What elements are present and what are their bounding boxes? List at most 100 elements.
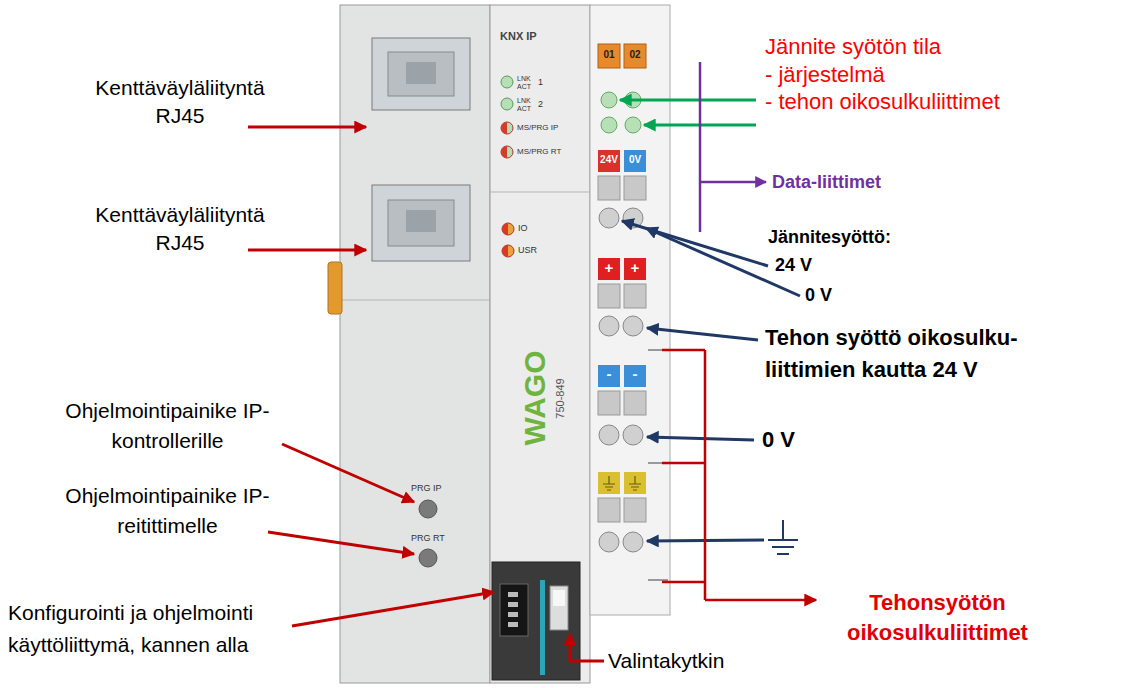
clamp-lever xyxy=(624,391,646,415)
bracket-line xyxy=(662,350,705,600)
supply-label: Tehon syöttö oikosulku- liittimien kautt… xyxy=(765,322,1050,386)
service-connector xyxy=(500,584,528,636)
cover-stripe xyxy=(540,580,545,675)
status-led xyxy=(501,146,513,158)
wire-entry xyxy=(599,316,619,336)
voltage-label: 0 V xyxy=(762,427,795,453)
button-label: PRG RT xyxy=(411,533,445,544)
ground-mark xyxy=(629,476,641,490)
clamp-lever xyxy=(598,176,620,200)
leader-arrow xyxy=(248,126,366,129)
status-led xyxy=(501,98,513,110)
callout-label: Valintakytkin xyxy=(608,648,724,673)
rj45-latch xyxy=(406,210,436,232)
contact-number: 02 xyxy=(624,49,646,61)
terminal-marker xyxy=(598,150,620,172)
group-label: Data-liittimet xyxy=(772,171,881,193)
status-item: - tehon oikosulkuliittimet xyxy=(765,89,1000,115)
wire-entry xyxy=(599,532,619,552)
led-label: MS/PRG RT xyxy=(517,147,561,157)
supply-led xyxy=(625,117,641,133)
voltage-label: 0 V xyxy=(805,284,832,306)
model-number: 750-849 xyxy=(554,359,567,439)
status-led xyxy=(502,245,514,257)
data-contact xyxy=(624,44,646,68)
housing-terminals xyxy=(590,5,670,615)
status-item: - järjestelmä xyxy=(765,62,885,88)
terminal-separator xyxy=(648,579,668,581)
ground-symbol xyxy=(768,520,798,554)
status-led-half xyxy=(501,146,507,158)
wire-entry xyxy=(623,532,643,552)
data-contact xyxy=(598,44,620,68)
housing-middle xyxy=(490,5,590,683)
contact-number: 01 xyxy=(598,49,620,61)
status-led-half xyxy=(502,245,508,257)
connector-pin xyxy=(508,622,518,627)
leader-arrow xyxy=(282,444,414,502)
leader-arrow xyxy=(620,99,756,102)
terminal-marker xyxy=(598,258,620,280)
leader-arrow xyxy=(622,221,768,266)
polarity-mark: + xyxy=(624,259,646,277)
group-label: Tehonsyötön oikosulkuliittimet xyxy=(820,588,1055,648)
terminal-marker xyxy=(598,365,620,387)
brand-logo: WAGO xyxy=(517,343,553,453)
clamp-lever xyxy=(624,498,646,522)
led-label: MS/PRG IP xyxy=(517,123,558,133)
terminal-marker xyxy=(624,472,646,494)
leader-arrow xyxy=(705,599,816,602)
polarity-mark: - xyxy=(624,365,646,383)
terminal-label: 0V xyxy=(624,154,646,166)
terminal-marker xyxy=(624,150,646,172)
supply-label: Jännitesyöttö: xyxy=(768,226,891,248)
leader-arrow xyxy=(647,328,758,340)
mode-switch-knob xyxy=(553,590,565,606)
rj45-port xyxy=(372,185,470,261)
release-tab xyxy=(328,262,342,314)
clamp-lever xyxy=(624,284,646,308)
terminal-marker xyxy=(624,365,646,387)
housing-seam xyxy=(340,300,490,301)
led-number: 2 xyxy=(538,99,543,110)
led-label: IO xyxy=(518,223,528,234)
clamp-lever xyxy=(598,284,620,308)
terminal-marker xyxy=(624,258,646,280)
voltage-label: 24 V xyxy=(775,254,812,276)
status-led-half xyxy=(502,223,508,235)
leader-arrow xyxy=(248,249,366,252)
wire-entry xyxy=(623,316,643,336)
leader-arrow xyxy=(700,181,766,184)
rj45-socket xyxy=(388,200,454,246)
status-led xyxy=(502,223,514,235)
supply-led xyxy=(601,92,617,108)
connector-pin xyxy=(508,592,518,597)
terminal-label: 24V xyxy=(598,154,620,166)
connector-pin xyxy=(508,612,518,617)
status-heading: Jännite syötön tila xyxy=(765,34,941,60)
status-led-half xyxy=(501,122,507,134)
led-label: LNK ACT xyxy=(517,75,539,91)
leader-arrow xyxy=(292,592,494,626)
led-label: LNK ACT xyxy=(517,97,539,113)
housing-left xyxy=(340,5,490,683)
leader-arrow xyxy=(268,532,414,554)
led-number: 1 xyxy=(538,77,543,88)
callout-label: Kenttäväyläliityntä RJ45 xyxy=(70,201,290,257)
leader-arrow xyxy=(570,634,604,661)
ground-mark xyxy=(603,476,615,490)
led-label: USR xyxy=(518,245,537,256)
supply-led xyxy=(601,117,617,133)
clamp-lever xyxy=(598,391,620,415)
leader-arrow xyxy=(647,437,754,440)
callout-label: Ohjelmointipainike IP-kontrollerille xyxy=(50,396,285,456)
terminal-marker xyxy=(598,472,620,494)
wire-entry xyxy=(599,425,619,445)
status-led xyxy=(501,76,513,88)
housing-seam xyxy=(490,192,590,193)
wire-entry xyxy=(623,425,643,445)
device-print: KNX IP xyxy=(500,30,537,43)
polarity-mark: - xyxy=(598,365,620,383)
rj45-latch xyxy=(406,62,436,84)
